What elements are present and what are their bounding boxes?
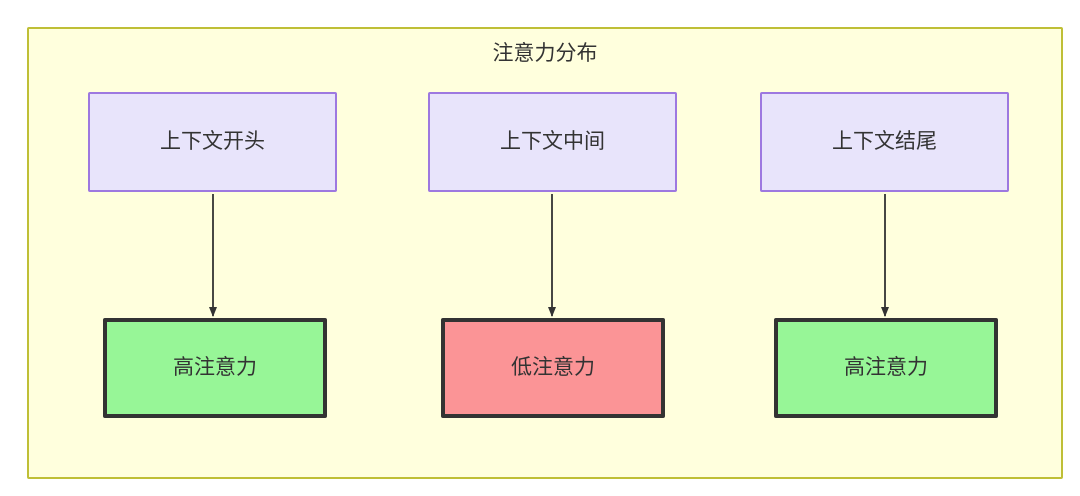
node-high-attention-end[interactable]: 高注意力: [774, 318, 998, 418]
node-low-attention-middle[interactable]: 低注意力: [441, 318, 665, 418]
subgraph-title: 注意力分布: [492, 42, 598, 65]
node-high-attention-start[interactable]: 高注意力: [103, 318, 327, 418]
node-context-middle[interactable]: 上下文中间: [428, 92, 677, 192]
node-context-start[interactable]: 上下文开头: [88, 92, 337, 192]
node-context-end[interactable]: 上下文结尾: [760, 92, 1009, 192]
